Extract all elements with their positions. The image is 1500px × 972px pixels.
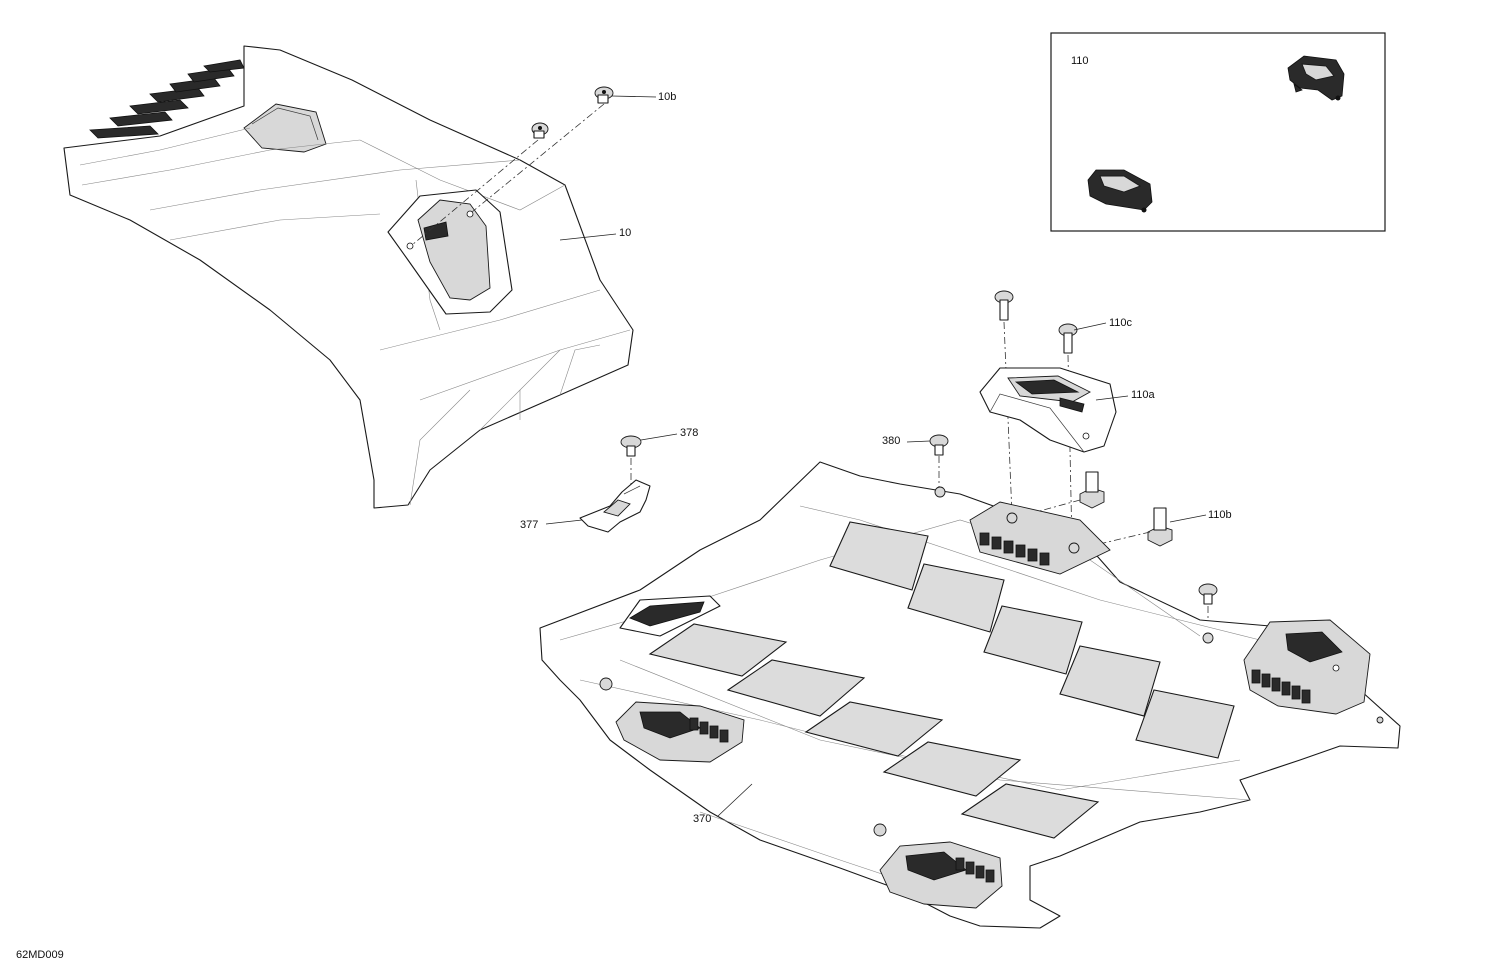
screw-110c-right xyxy=(1058,323,1078,354)
callout-labels: 10b 10 110c 110a 378 380 110b 377 370 xyxy=(520,91,1232,825)
drawing-id: 62MD009 xyxy=(16,949,64,961)
fastener-378 xyxy=(620,435,642,457)
callout-370: 370 xyxy=(693,813,711,825)
bracket-110a xyxy=(979,367,1117,453)
handle-right xyxy=(1243,619,1371,715)
pad-row-lower xyxy=(648,623,1100,839)
callout-10b: 10b xyxy=(658,91,676,103)
handle-left xyxy=(615,701,745,763)
callout-377: 377 xyxy=(520,519,538,531)
callout-380: 380 xyxy=(882,435,900,447)
inset-bracket-bottom xyxy=(1087,169,1153,213)
fastener-380 xyxy=(929,434,949,456)
cover-ribs xyxy=(89,59,245,139)
handle-bottom xyxy=(879,841,1003,909)
nut-110b-left xyxy=(1079,471,1105,509)
callout-110c: 110c xyxy=(1109,317,1133,329)
callout-10: 10 xyxy=(619,227,631,239)
pad-row-upper xyxy=(829,521,1235,759)
inset-box: 110 xyxy=(1050,32,1386,232)
callout-378: 378 xyxy=(680,427,698,439)
skid-plate-part-370 xyxy=(539,461,1401,929)
nut-110b-right xyxy=(1147,507,1173,547)
screw-10b-lower xyxy=(531,122,549,139)
screw-110c-left xyxy=(994,290,1014,321)
screw-10b-upper xyxy=(594,86,614,104)
leader-lines xyxy=(545,95,1207,817)
fastener-right-small xyxy=(1198,583,1218,605)
inset-label: 110 xyxy=(1071,55,1089,67)
inset-bracket-top xyxy=(1287,55,1345,101)
callout-110b: 110b xyxy=(1208,509,1232,521)
vent-slots-top xyxy=(979,532,1050,566)
upper-cover-part-10 xyxy=(63,45,634,509)
clip-377 xyxy=(579,479,651,533)
callout-110a: 110a xyxy=(1131,389,1156,401)
